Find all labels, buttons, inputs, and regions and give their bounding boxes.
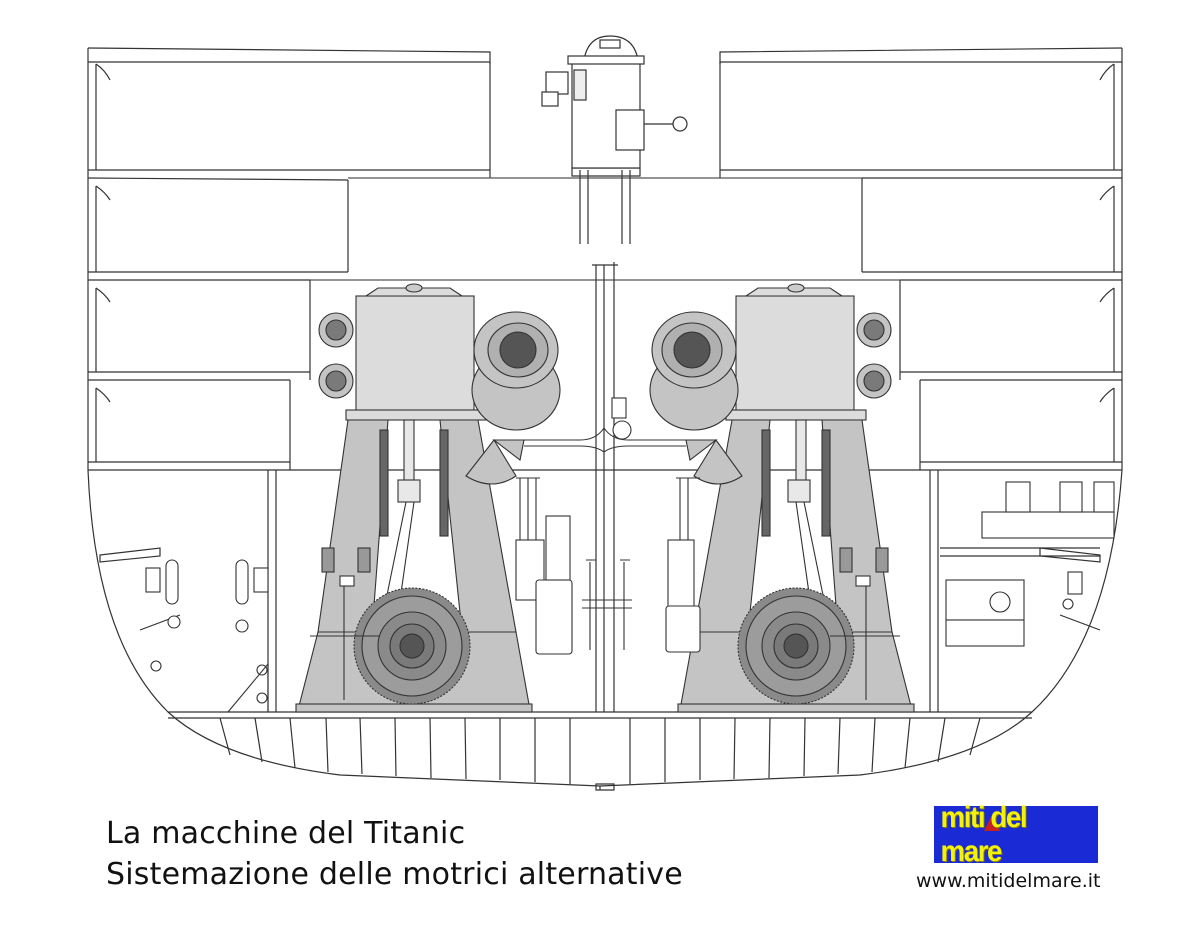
- miti-del-mare-logo: miti del mare: [934, 801, 1098, 868]
- right-engine: [649, 283, 915, 713]
- right-cylinder-block: [735, 295, 855, 413]
- auxiliary-machinery: [145, 481, 1115, 713]
- top-ventilator: [541, 35, 688, 169]
- double-bottom-floors: [219, 717, 981, 784]
- caption-title: La macchine del Titanic: [106, 816, 466, 851]
- left-engine: [295, 283, 561, 713]
- left-cylinder-block: [355, 295, 475, 413]
- left-column-b: [439, 419, 517, 633]
- logo-text: miti del mare: [940, 800, 1028, 868]
- caption-subtitle: Sistemazione delle motrici alternative: [106, 857, 683, 892]
- tank-top: [168, 711, 1032, 719]
- right-column-a: [693, 419, 771, 633]
- central-pipework: [515, 397, 701, 655]
- website-url: www.mitidelmare.it: [916, 870, 1101, 892]
- centre-bulkhead: [592, 262, 618, 712]
- deck-lines-right: [600, 61, 1122, 471]
- right-column-b: [821, 419, 893, 633]
- deck-lines-left: [87, 61, 600, 471]
